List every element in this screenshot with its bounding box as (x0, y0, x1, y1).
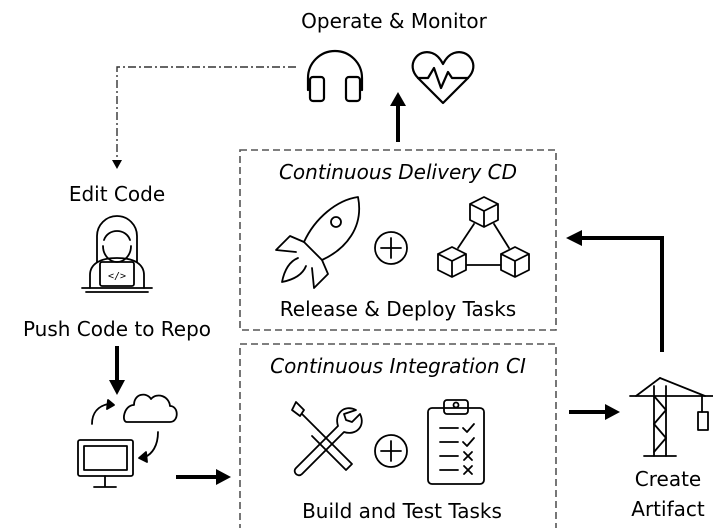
cubes-icon (437, 196, 530, 278)
cloud-sync-icon (91, 393, 178, 463)
tools-icon (291, 401, 363, 477)
checklist-icon (427, 399, 485, 485)
cd-tasks-label: Release & Deploy Tasks (280, 297, 516, 321)
developer-laptop-icon (81, 215, 153, 293)
feedback-connector (112, 66, 296, 169)
push-code-label: Push Code to Repo (23, 317, 211, 341)
headphones-icon (306, 49, 364, 103)
code-glyph: </> (108, 271, 126, 282)
operate-monitor-label: Operate & Monitor (301, 9, 487, 33)
ci-box (239, 343, 557, 528)
arrow-ci-to-artifact (569, 404, 620, 420)
rocket-icon (275, 196, 360, 289)
cd-box (239, 149, 557, 331)
arrow-repo-to-ci (176, 469, 231, 485)
plus-icon (374, 231, 408, 265)
heart-pulse-icon (411, 51, 475, 105)
artifact-label: Artifact (631, 497, 705, 521)
crane-icon (629, 377, 713, 457)
arrow-push-down (109, 346, 125, 395)
monitor-icon (77, 439, 134, 488)
cd-title: Continuous Delivery CD (279, 160, 517, 184)
edit-code-label: Edit Code (69, 182, 165, 206)
arrow-cd-to-operate (390, 92, 406, 142)
arrow-artifact-to-cd (566, 230, 664, 352)
plus-icon (374, 434, 408, 468)
ci-title: Continuous Integration CI (270, 354, 526, 378)
ci-tasks-label: Build and Test Tasks (302, 499, 502, 523)
create-label: Create (635, 467, 701, 491)
